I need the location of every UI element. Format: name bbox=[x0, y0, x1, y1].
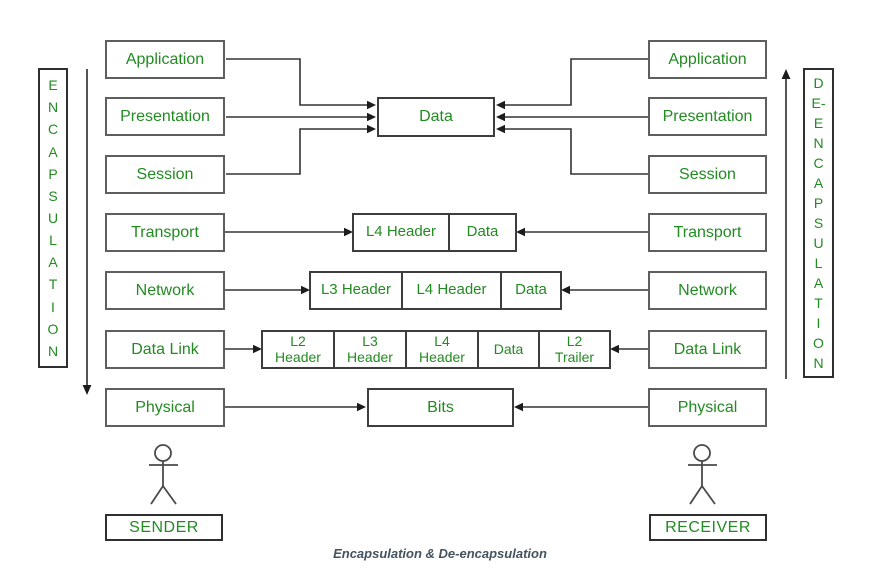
encapsulation-letter: L bbox=[49, 232, 57, 249]
deencapsulation-letter: C bbox=[813, 155, 824, 171]
receiver-fan-connectors bbox=[496, 58, 648, 175]
deencapsulation-letter: P bbox=[813, 195, 824, 211]
deencapsulation-letter: N bbox=[813, 135, 824, 151]
receiver-layer-data-link: Data Link bbox=[648, 330, 767, 369]
encapsulation-letter: N bbox=[47, 342, 59, 359]
sender-layer-network: Network bbox=[105, 271, 225, 310]
encapsulation-letter: U bbox=[47, 209, 59, 226]
sender-layer-physical: Physical bbox=[105, 388, 225, 427]
encapsulation-letter: E bbox=[48, 77, 58, 94]
pdu-cell-data: Data bbox=[500, 273, 560, 308]
sender-fan-connectors bbox=[226, 58, 376, 175]
pdu-cell-data: Data bbox=[448, 215, 515, 250]
pdu-cell-l3-header: L3 Header bbox=[320, 281, 392, 299]
deencapsulation-up-arrow bbox=[781, 69, 791, 379]
datalink-row-connectors bbox=[225, 344, 648, 354]
sender-layer-data-link: Data Link bbox=[105, 330, 225, 369]
receiver-layer-physical: Physical bbox=[648, 388, 767, 427]
encapsulation-label-box: E N C A P S U L A T I O N bbox=[38, 68, 68, 368]
sender-person-icon bbox=[149, 444, 178, 505]
sender-layer-transport: Transport bbox=[105, 213, 225, 252]
deencapsulation-letter: A bbox=[813, 175, 824, 191]
pdu-cell-l4-header: L4 Header bbox=[365, 223, 437, 241]
pdu-cell-data: Data bbox=[477, 332, 538, 367]
deencapsulation-letter: S bbox=[813, 215, 824, 231]
network-row-connectors bbox=[225, 285, 648, 295]
pdu-cell-l4-header: L4 Header bbox=[405, 332, 477, 367]
encapsulation-letter: N bbox=[47, 99, 59, 116]
encapsulation-letter: P bbox=[48, 165, 58, 182]
deencapsulation-letter: O bbox=[813, 335, 824, 351]
encapsulation-letter: A bbox=[48, 143, 58, 160]
deencapsulation-letter: A bbox=[813, 275, 824, 291]
encapsulation-down-arrow bbox=[82, 69, 92, 395]
deencapsulation-letter: E- bbox=[811, 95, 826, 111]
receiver-layer-transport: Transport bbox=[648, 213, 767, 252]
transport-row-connectors bbox=[225, 227, 648, 237]
encapsulation-letter: O bbox=[47, 320, 59, 337]
encapsulation-letter: C bbox=[47, 121, 59, 138]
datalink-pdu-box: L2 Header L3 Header L4 Header Data L2 Tr… bbox=[261, 330, 611, 369]
network-pdu-box: L3 Header L4 Header Data bbox=[309, 271, 562, 310]
deencapsulation-letter: N bbox=[813, 355, 824, 371]
receiver-layer-presentation: Presentation bbox=[648, 97, 767, 136]
deencapsulation-letter: U bbox=[813, 235, 824, 251]
pdu-cell-l3-header: L3 Header bbox=[333, 332, 405, 367]
deencapsulation-letter: D bbox=[813, 75, 824, 91]
bits-box: Bits bbox=[367, 388, 514, 427]
deencapsulation-letter: L bbox=[814, 255, 823, 271]
sender-layer-session: Session bbox=[105, 155, 225, 194]
encapsulation-letter: A bbox=[48, 254, 58, 271]
receiver-person-icon bbox=[688, 444, 717, 505]
deencapsulation-letter: I bbox=[816, 315, 821, 331]
receiver-layer-network: Network bbox=[648, 271, 767, 310]
sender-layer-presentation: Presentation bbox=[105, 97, 225, 136]
encapsulation-letter: I bbox=[51, 298, 55, 315]
receiver-label-box: RECEIVER bbox=[649, 514, 767, 541]
receiver-layer-session: Session bbox=[648, 155, 767, 194]
sender-label-box: SENDER bbox=[105, 514, 223, 541]
encapsulation-letter: S bbox=[48, 187, 58, 204]
deencapsulation-letter: E bbox=[813, 115, 824, 131]
pdu-cell-l2-trailer: L2 Trailer bbox=[538, 332, 609, 367]
transport-pdu-box: L4 Header Data bbox=[352, 213, 517, 252]
diagram-caption: Encapsulation & De-encapsulation bbox=[333, 546, 547, 561]
encapsulation-letter: T bbox=[48, 276, 58, 293]
pdu-cell-l2-header: L2 Header bbox=[275, 333, 321, 365]
receiver-layer-application: Application bbox=[648, 40, 767, 79]
sender-layer-application: Application bbox=[105, 40, 225, 79]
deencapsulation-label-box: D E- E N C A P S U L A T I O N bbox=[803, 68, 834, 378]
pdu-data-box: Data bbox=[377, 97, 495, 137]
deencapsulation-letter: T bbox=[814, 295, 823, 311]
pdu-cell-l4-header: L4 Header bbox=[401, 273, 500, 308]
physical-row-connectors bbox=[225, 402, 648, 412]
